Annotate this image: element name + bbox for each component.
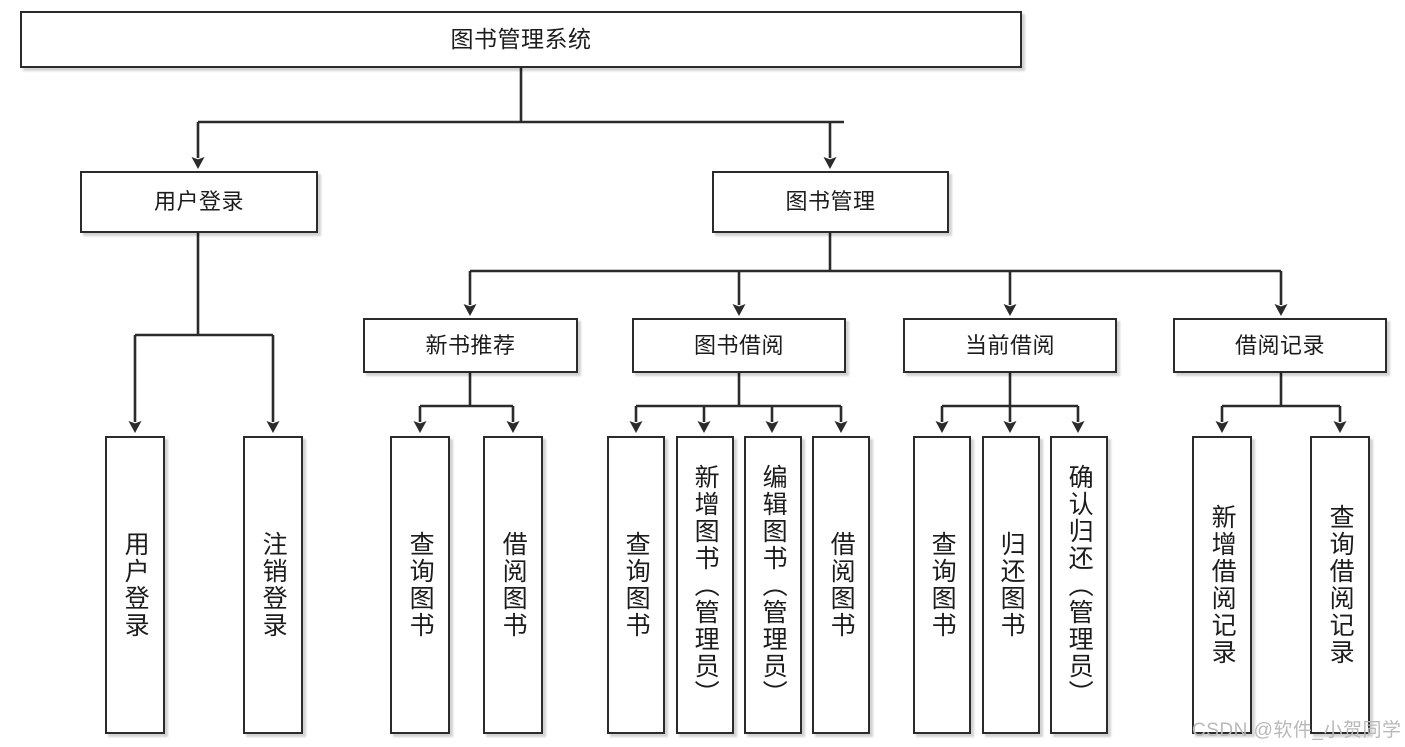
- node-current-borrow[interactable]: 当前借阅: [903, 318, 1117, 373]
- leaf-borrow-add-book-admin[interactable]: 新增图书（管理员）: [676, 436, 734, 734]
- node-label: 新增借阅记录: [1208, 504, 1237, 666]
- node-book-borrow[interactable]: 图书借阅: [632, 318, 846, 373]
- leaf-record-add-record[interactable]: 新增借阅记录: [1192, 436, 1252, 734]
- leaf-user-login-login[interactable]: 用户登录: [105, 436, 165, 734]
- leaf-recommend-borrow-book[interactable]: 借阅图书: [483, 436, 543, 734]
- leaf-user-login-logout[interactable]: 注销登录: [243, 436, 303, 734]
- node-label: 新书推荐: [425, 332, 516, 358]
- node-label: 新增图书（管理员）: [691, 463, 720, 707]
- node-label: 借阅记录: [1234, 332, 1325, 358]
- node-label: 查询图书: [406, 531, 435, 639]
- node-user-login[interactable]: 用户登录: [80, 171, 318, 233]
- leaf-borrow-query-book[interactable]: 查询图书: [607, 436, 665, 734]
- node-label: 图书借阅: [693, 332, 784, 358]
- node-root-system[interactable]: 图书管理系统: [20, 11, 1022, 68]
- leaf-borrow-edit-book-admin[interactable]: 编辑图书（管理员）: [744, 436, 802, 734]
- node-label: 注销登录: [259, 531, 288, 639]
- node-label: 图书管理系统: [450, 25, 592, 52]
- node-label: 查询借阅记录: [1326, 504, 1355, 666]
- node-label: 用户登录: [121, 531, 150, 639]
- node-borrow-record[interactable]: 借阅记录: [1173, 318, 1387, 373]
- leaf-record-query-record[interactable]: 查询借阅记录: [1310, 436, 1370, 734]
- leaf-recommend-query-book[interactable]: 查询图书: [390, 436, 450, 734]
- node-label: 借阅图书: [827, 531, 856, 639]
- node-label: 借阅图书: [499, 531, 528, 639]
- node-label: 查询图书: [928, 531, 957, 639]
- node-label: 确认归还（管理员）: [1065, 463, 1094, 707]
- csdn-watermark: CSDN @软件_小贺同学: [1192, 720, 1402, 741]
- node-label: 编辑图书（管理员）: [759, 463, 788, 707]
- leaf-current-return-book[interactable]: 归还图书: [982, 436, 1040, 734]
- node-label: 查询图书: [622, 531, 651, 639]
- leaf-current-confirm-return-admin[interactable]: 确认归还（管理员）: [1050, 436, 1108, 734]
- node-label: 当前借阅: [964, 332, 1055, 358]
- node-book-management[interactable]: 图书管理: [712, 171, 949, 233]
- node-new-book-recommend[interactable]: 新书推荐: [363, 318, 578, 373]
- leaf-borrow-borrow-book[interactable]: 借阅图书: [812, 436, 870, 734]
- node-label: 用户登录: [153, 189, 244, 215]
- node-label: 图书管理: [785, 189, 876, 215]
- leaf-current-query-book[interactable]: 查询图书: [913, 436, 971, 734]
- node-label: 归还图书: [997, 531, 1026, 639]
